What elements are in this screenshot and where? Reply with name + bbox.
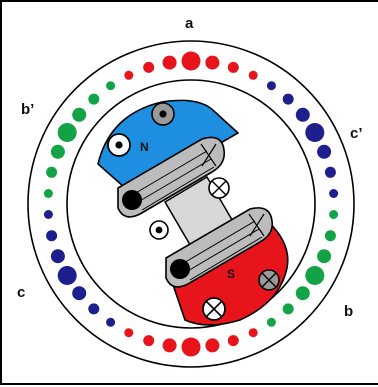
winding-dot-green — [305, 266, 325, 285]
rotor-conductor-dot — [170, 259, 190, 279]
winding-dot-green — [88, 93, 100, 105]
winding-dot-blue — [106, 317, 116, 327]
stator-winding-dots — [43, 51, 339, 357]
winding-dot-red — [162, 55, 177, 70]
winding-dot-red — [181, 337, 201, 357]
winding-dot-red — [143, 61, 155, 73]
winding-dot-blue — [317, 144, 332, 159]
rotor: N S — [97, 99, 289, 326]
winding-dot-red — [124, 328, 134, 338]
winding-dot-red — [248, 70, 258, 80]
winding-dot-blue — [72, 286, 87, 301]
winding-dot-blue — [50, 249, 65, 264]
conductor-cross-symbol — [258, 269, 280, 291]
stator-outer-ring — [27, 40, 355, 368]
winding-dot-red — [181, 51, 201, 71]
stator-inner-ring — [66, 79, 316, 329]
winding-dot-green — [50, 144, 65, 159]
winding-dot-red — [227, 335, 239, 347]
south-pole — [167, 217, 289, 326]
winding-dot-blue — [57, 266, 77, 285]
winding-dot-green — [46, 166, 58, 178]
winding-dot-red — [205, 55, 220, 70]
winding-dot-red — [227, 61, 239, 73]
winding-dot-blue — [305, 123, 325, 142]
winding-dot-blue — [43, 210, 53, 219]
phase-label-b: b — [344, 303, 354, 320]
winding-dot-green — [295, 286, 310, 301]
winding-dot-green — [43, 189, 53, 198]
winding-dot-blue — [266, 81, 276, 91]
phase-label-c: c — [17, 284, 26, 301]
winding-dot-green — [106, 81, 116, 91]
winding-dot-green — [57, 123, 77, 142]
conductor-dot-symbol — [149, 220, 169, 240]
conductor-cross-symbol — [208, 177, 230, 199]
lower-core — [165, 207, 274, 288]
winding-dot-green — [266, 317, 276, 327]
south-pole-label: S — [227, 267, 235, 281]
winding-dot-red — [248, 328, 258, 338]
winding-dot-blue — [329, 189, 339, 198]
winding-dot-blue — [324, 166, 336, 178]
upper-core — [117, 136, 226, 218]
conductor-cross-symbol — [202, 297, 226, 321]
winding-dot-red — [143, 335, 155, 347]
winding-dot-blue — [282, 93, 294, 105]
north-pole-label: N — [140, 140, 149, 154]
winding-dot-blue — [46, 230, 58, 242]
phase-label-c-prime: c’ — [350, 125, 363, 142]
winding-dot-red — [205, 338, 220, 353]
winding-dot-green — [324, 230, 336, 242]
phase-label-b-prime: b’ — [21, 101, 35, 118]
winding-dot-green — [282, 303, 294, 315]
winding-dot-green — [329, 210, 339, 219]
winding-dot-green — [72, 107, 87, 122]
phase-label-a: a — [185, 15, 194, 32]
winding-dot-red — [124, 70, 134, 80]
winding-dot-blue — [88, 303, 100, 315]
north-pole — [97, 99, 240, 195]
winding-dot-green — [317, 249, 332, 264]
rotor-conductor-dot — [122, 190, 142, 210]
winding-dot-blue — [295, 107, 310, 122]
winding-dot-red — [162, 338, 177, 353]
